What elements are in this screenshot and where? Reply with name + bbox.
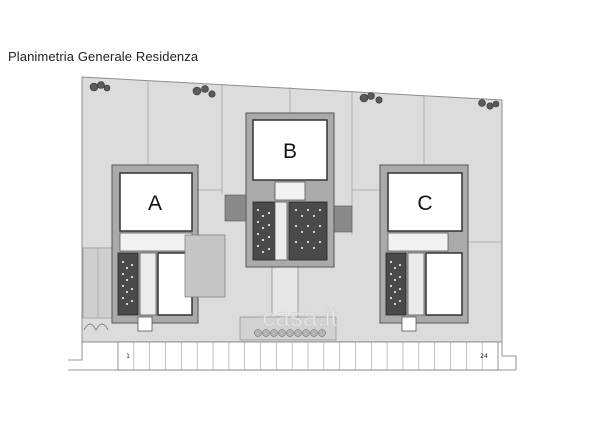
- building-label-c: C: [417, 192, 432, 215]
- parking-first-number: 1: [126, 353, 130, 360]
- green-planter-left: [224, 194, 248, 222]
- building-a: [111, 164, 226, 332]
- building-c: [379, 164, 469, 332]
- building-label-b: B: [283, 140, 297, 163]
- parking-last-number: 24: [480, 353, 488, 360]
- plan-title: Planimetria Generale Residenza: [8, 49, 199, 64]
- building-b-stair-pattern: [257, 209, 321, 253]
- hedge-row: [254, 329, 326, 337]
- gate-arcs: [83, 323, 109, 331]
- building-c-stair-pattern: [390, 261, 401, 305]
- building-b: [245, 112, 335, 268]
- parking-row: [68, 341, 517, 371]
- building-a-stair-pattern: [122, 261, 133, 305]
- watermark-text: casa.it: [262, 302, 338, 332]
- building-label-a: A: [148, 192, 162, 215]
- parking-stall-lines: [133, 342, 483, 370]
- trees: [89, 81, 500, 110]
